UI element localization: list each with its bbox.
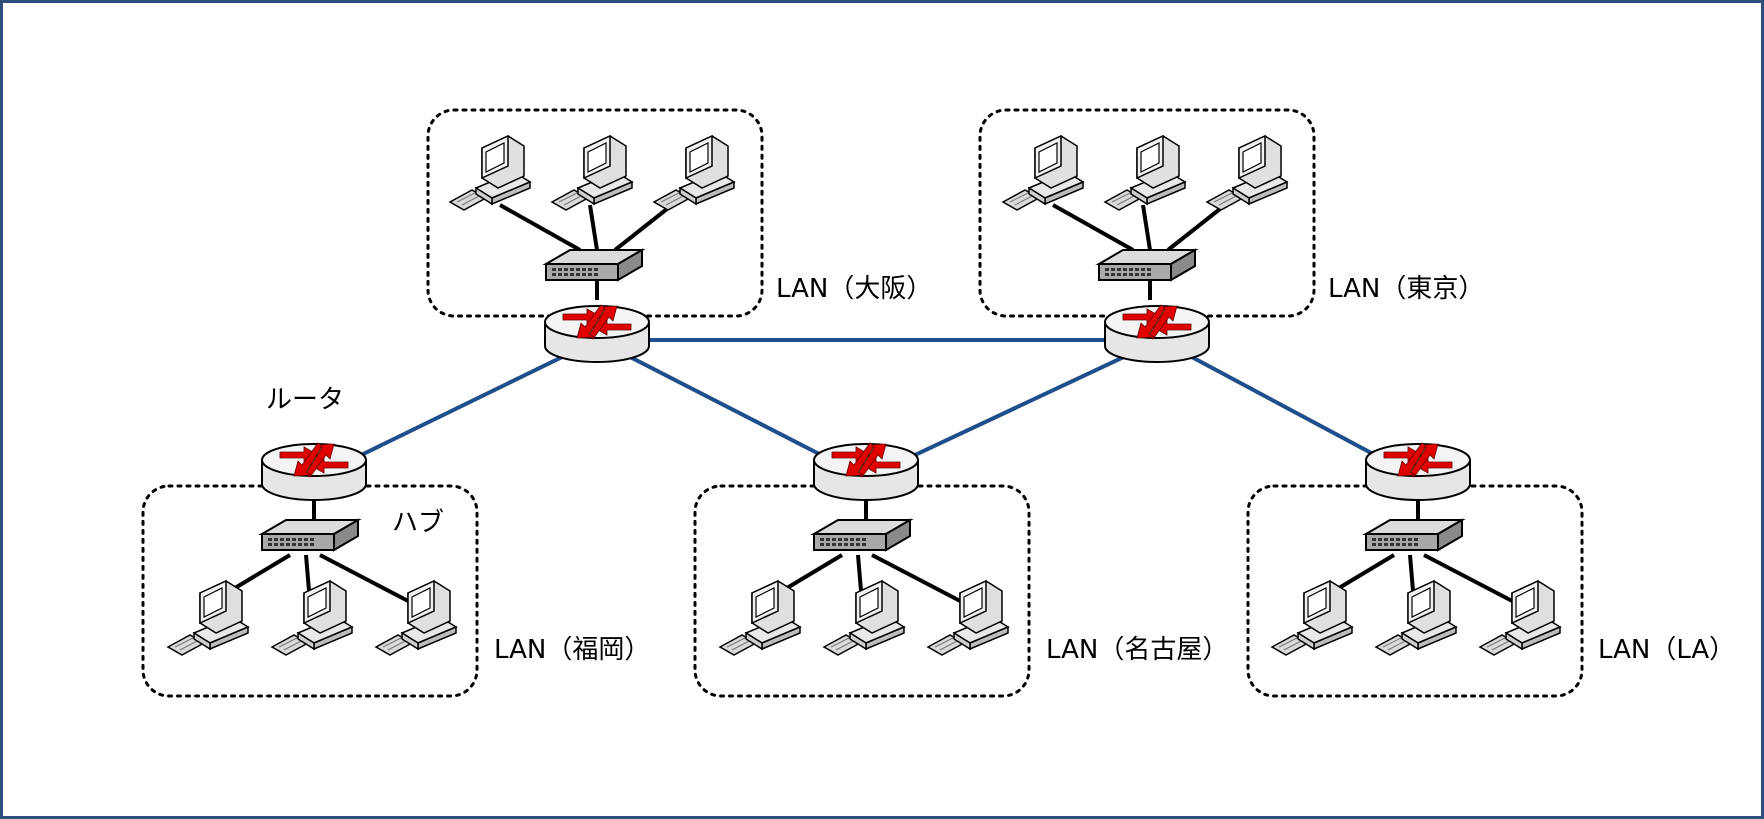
lan-label-osaka: LAN（大阪） (776, 274, 933, 304)
pc-icon (271, 580, 353, 656)
router-label: ルータ (266, 385, 345, 415)
hub-icon (1098, 249, 1196, 281)
router-icon (544, 304, 650, 363)
router-icon (813, 442, 919, 501)
pc-icon (167, 580, 249, 656)
hub-icon (1365, 519, 1463, 551)
router-icon (1365, 442, 1471, 501)
pc-icon (1375, 580, 1457, 656)
lan-label-nagoya: LAN（名古屋） (1046, 635, 1229, 665)
pc-icon (1271, 580, 1353, 656)
pc-icon (551, 135, 633, 211)
hub-icon (813, 519, 911, 551)
lan-label-fukuoka: LAN（福岡） (494, 635, 651, 665)
routers (261, 304, 1471, 501)
pc-icon (1002, 135, 1084, 211)
pc-icon (653, 135, 735, 211)
pc-icon (1206, 135, 1288, 211)
lan-links (208, 203, 1517, 605)
pc-icon (449, 135, 531, 211)
router-icon (261, 442, 367, 501)
pc-icon (1104, 135, 1186, 211)
pc-icon (823, 580, 905, 656)
lan-label-tokyo: LAN（東京） (1328, 274, 1485, 304)
hub-label: ハブ (392, 508, 445, 538)
lan-label-la: LAN（LA） (1598, 635, 1736, 665)
router-icon (1104, 304, 1210, 363)
hub-icon (261, 519, 359, 551)
pc-icon (719, 580, 801, 656)
pcs (167, 135, 1561, 656)
hub-icon (545, 249, 643, 281)
